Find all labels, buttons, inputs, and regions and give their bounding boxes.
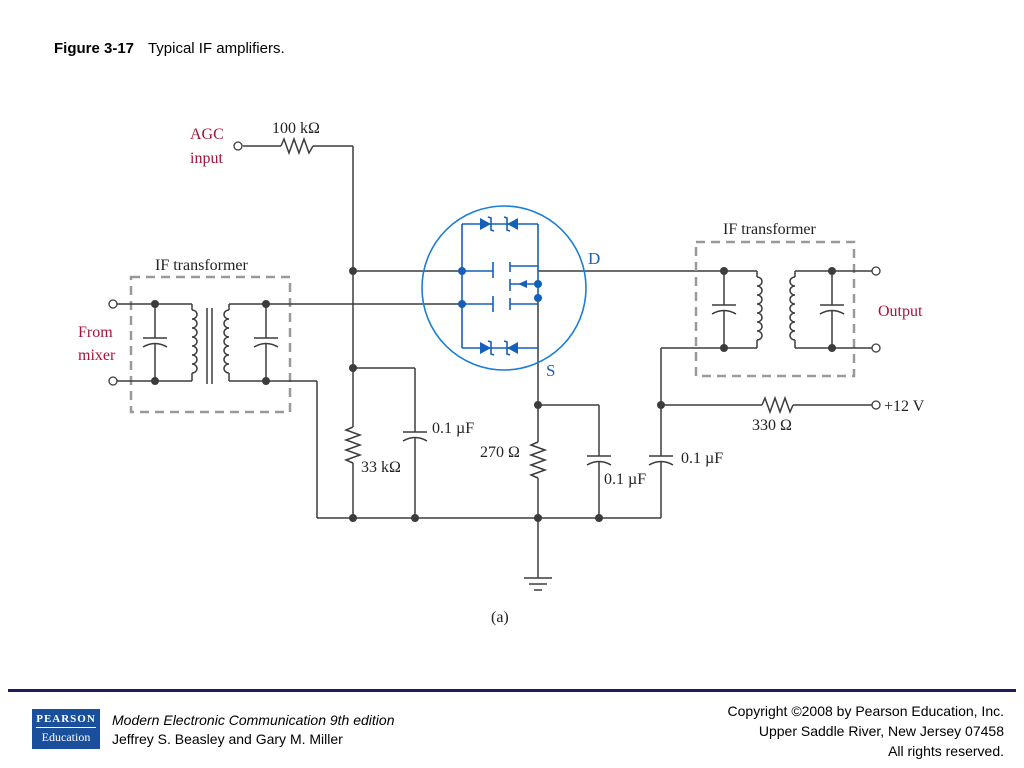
- book-title: Modern Electronic Communication 9th edit…: [112, 712, 395, 728]
- junction-dot: [151, 377, 159, 385]
- junction-dot: [534, 401, 542, 409]
- junction-dot: [828, 267, 836, 275]
- junction-dot: [595, 514, 603, 522]
- left-if-transformer-label: IF transformer: [155, 257, 249, 274]
- junction-dot: [720, 267, 728, 275]
- junction-dot: [534, 514, 542, 522]
- output-terminal-top: [871, 266, 881, 276]
- supply-terminal: [871, 400, 881, 410]
- output-label: Output: [878, 303, 923, 320]
- rights-reserved: All rights reserved.: [888, 743, 1004, 759]
- logo-text-pearson: PEARSON: [36, 713, 96, 728]
- junction-dot: [720, 344, 728, 352]
- supply-capacitor-label: 0.1 µF: [681, 450, 723, 467]
- supply-voltage-label: +12 V: [884, 398, 925, 415]
- mixer-terminal-bottom: [108, 376, 118, 386]
- junction-dot: [262, 377, 270, 385]
- resistor-33k: [343, 426, 363, 518]
- if-amplifier-schematic: AGC input 100 kΩ IF transformer IF trans…: [78, 120, 925, 626]
- subfigure-label: (a): [491, 609, 509, 626]
- copyright-line: Copyright ©2008 by Pearson Education, In…: [727, 703, 1004, 719]
- source-capacitor-label: 0.1 µF: [604, 471, 646, 488]
- right-transformer-primary: [711, 270, 763, 349]
- resistor-100k-label: 100 kΩ: [272, 120, 320, 137]
- right-if-transformer-box: [694, 240, 856, 378]
- mixer-label: mixer: [78, 347, 116, 364]
- pearson-logo: PEARSON Education: [32, 709, 100, 749]
- left-if-transformer-box: [129, 275, 292, 414]
- junction-dot: [411, 514, 419, 522]
- junction-dot: [349, 514, 357, 522]
- agc-input-terminal: [233, 141, 243, 151]
- book-info: Modern Electronic Communication 9th edit…: [112, 711, 394, 749]
- resistor-33k-label: 33 kΩ: [361, 459, 401, 476]
- junction-dot: [151, 300, 159, 308]
- source-label: S: [546, 361, 555, 380]
- junction-dot: [349, 364, 357, 372]
- right-transformer-secondary: [789, 270, 872, 349]
- book-authors: Jeffrey S. Beasley and Gary M. Miller: [112, 731, 343, 747]
- agc-label: AGC: [190, 126, 224, 143]
- output-terminal-bottom: [871, 343, 881, 353]
- junction-dot: [828, 344, 836, 352]
- source-network: [528, 300, 612, 518]
- logo-text-education: Education: [41, 730, 91, 744]
- right-if-transformer-label: IF transformer: [723, 221, 817, 238]
- junction-dot: [262, 300, 270, 308]
- figure-caption: Figure 3-17 Typical IF amplifiers.: [54, 40, 285, 57]
- resistor-270-label: 270 Ω: [480, 444, 520, 461]
- footer-divider: [8, 689, 1016, 692]
- junction-dot: [349, 267, 357, 275]
- gate-capacitor-label: 0.1 µF: [432, 420, 474, 437]
- figure-number: Figure 3-17: [54, 40, 135, 57]
- junction-dot: [657, 401, 665, 409]
- supply-network: [648, 347, 872, 518]
- copyright-notice: Copyright ©2008 by Pearson Education, In…: [664, 701, 1004, 761]
- from-label: From: [78, 324, 113, 341]
- gate-bypass-capacitor: [353, 367, 428, 518]
- agc-input-wire: [243, 136, 354, 427]
- mixer-terminal-top: [108, 299, 118, 309]
- dual-gate-mosfet: [421, 205, 587, 371]
- agc-input-label: input: [190, 150, 223, 167]
- drain-label: D: [588, 249, 600, 268]
- left-transformer-primary: [117, 303, 198, 382]
- left-transformer-secondary: [223, 303, 462, 518]
- figure-caption-text: Typical IF amplifiers.: [147, 40, 285, 57]
- publisher-address: Upper Saddle River, New Jersey 07458: [758, 723, 1004, 739]
- resistor-330-label: 330 Ω: [752, 417, 792, 434]
- ground-symbol: [524, 577, 552, 591]
